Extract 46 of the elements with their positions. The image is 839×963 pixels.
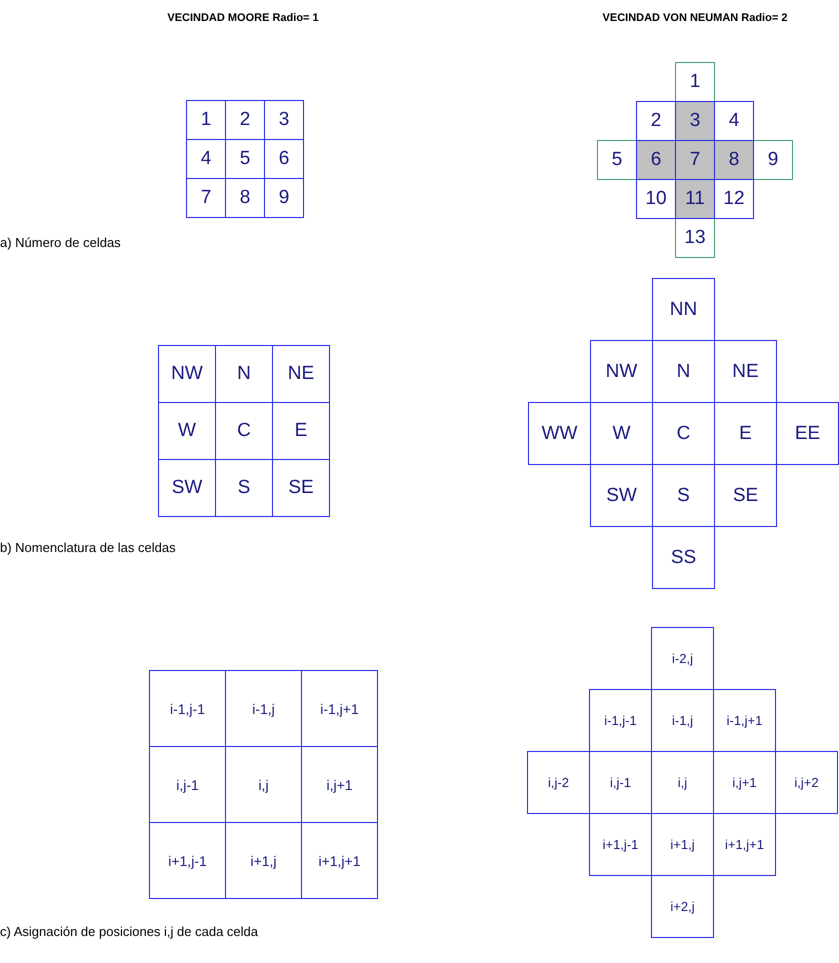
grid-cell: 4 (714, 101, 754, 141)
grid-cell: SE (272, 459, 330, 517)
grid-cell: NW (590, 340, 653, 403)
grid-cell: i+1,j+1 (713, 813, 776, 876)
grid-cell: 2 (636, 101, 676, 141)
grid-cell: 12 (714, 179, 754, 219)
grid-cell: 11 (675, 179, 715, 219)
grid-cell: 1 (186, 100, 226, 140)
grid-cell: i+1,j+1 (301, 822, 378, 899)
grid-cell: 1 (675, 62, 715, 102)
grid-cell: SW (590, 464, 653, 527)
grid-cell: SE (714, 464, 777, 527)
grid-cell: i-1,j+1 (713, 689, 776, 752)
grid-cell: SW (158, 459, 216, 517)
grid-cell: WW (528, 402, 591, 465)
grid-cell: EE (776, 402, 839, 465)
grid-cell: NE (272, 345, 330, 403)
grid-cell: i-1,j-1 (589, 689, 652, 752)
grid-cell: 7 (675, 140, 715, 180)
grid-cell: 10 (636, 179, 676, 219)
grid-cell: i,j-2 (527, 751, 590, 814)
grid-cell: 6 (636, 140, 676, 180)
grid-cell: 8 (714, 140, 754, 180)
grid-cell: i-1,j-1 (149, 670, 226, 747)
grid-cell: 3 (675, 101, 715, 141)
caption: b) Nomenclatura de las celdas (0, 540, 176, 555)
grid-cell: i+2,j (651, 875, 714, 938)
grid-cell: i-1,j+1 (301, 670, 378, 747)
heading: VECINDAD VON NEUMAN Radio= 2 (602, 12, 788, 25)
grid-cell: NW (158, 345, 216, 403)
grid-cell: 5 (597, 140, 637, 180)
grid-cell: i+1,j-1 (149, 822, 226, 899)
grid-cell: i+1,j-1 (589, 813, 652, 876)
grid-cell: 9 (753, 140, 793, 180)
grid-cell: 13 (675, 218, 715, 258)
caption: a) Número de celdas (0, 235, 121, 250)
grid-cell: 9 (264, 178, 304, 218)
caption: c) Asignación de posiciones i,j de cada celda (0, 924, 258, 939)
grid-cell: SS (652, 526, 715, 589)
grid-cell: 3 (264, 100, 304, 140)
grid-cell: NN (652, 278, 715, 341)
grid-cell: 7 (186, 178, 226, 218)
grid-cell: i,j+2 (775, 751, 838, 814)
grid-cell: i-2,j (651, 627, 714, 690)
grid-cell: NE (714, 340, 777, 403)
heading: VECINDAD MOORE Radio= 1 (166, 12, 320, 25)
